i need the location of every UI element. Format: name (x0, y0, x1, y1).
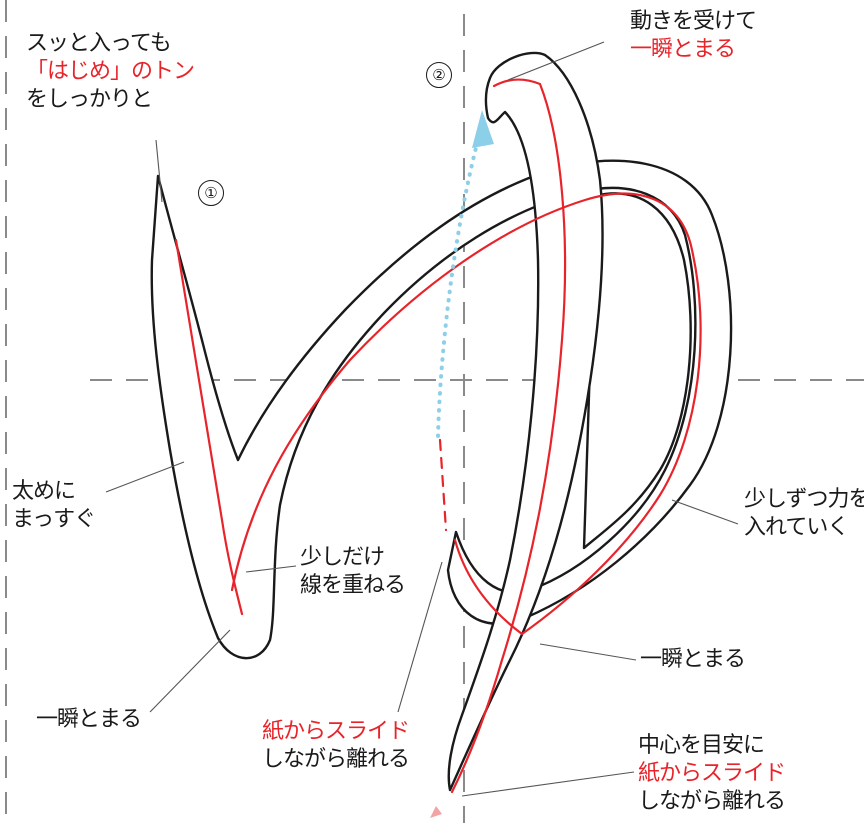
stroke-centerlines (174, 78, 702, 794)
annotation-thick-line1: 太めに (12, 479, 76, 504)
leader-slide-right (461, 771, 635, 797)
connecting-stroke-centerline (230, 192, 702, 636)
annotation-start-line1: スッと入っても (26, 31, 172, 56)
annotation-start: スッと入っても 「はじめ」のトン をしっかりと (26, 30, 195, 114)
annotation-slide-left-line2: しながら離れる (262, 747, 410, 772)
annotation-pressure-line1: 少しずつ力を (744, 487, 864, 512)
annotation-slide-right-line2: 紙からスライド (638, 761, 786, 786)
leader-slide-left (397, 561, 443, 713)
annotation-thick: 太めに まっすぐ (12, 478, 96, 534)
second-stroke-centerline (450, 78, 567, 794)
annotation-motion-line1: 動きを受けて (630, 9, 757, 34)
stroke-transition-guide (430, 110, 494, 818)
annotation-slide-right-line3: しながら離れる (638, 789, 786, 814)
leader-thick (105, 461, 185, 493)
annotation-overlap-line2: 線を重ねる (300, 573, 406, 598)
annotation-thick-line2: まっすぐ (12, 507, 96, 532)
annotation-pressure: 少しずつ力を 入れていく (744, 486, 864, 542)
annotation-motion: 動きを受けて 一瞬とまる (630, 8, 757, 64)
leader-overlap (245, 565, 297, 573)
leader-motion (507, 41, 605, 81)
character-outline (150, 51, 733, 792)
annotation-slide-right: 中心を目安に 紙からスライド しながら離れる (638, 732, 786, 816)
annotation-slide-left: 紙からスライド しながら離れる (262, 718, 410, 774)
exit-arrow-head-icon (430, 806, 442, 818)
second-stroke-outline (447, 51, 604, 792)
annotation-stop-right: 一瞬とまる (640, 647, 746, 672)
leader-stop-right (539, 643, 637, 661)
annotation-motion-line2: 一瞬とまる (630, 37, 736, 62)
leader-pressure (671, 499, 739, 525)
annotation-overlap-line1: 少しだけ (300, 545, 385, 570)
leader-start (155, 139, 163, 203)
leader-lines (105, 41, 739, 797)
guide-axes (5, 0, 864, 823)
transition-arrow-head-icon (472, 110, 494, 148)
annotation-slide-left-line1: 紙からスライド (262, 719, 410, 744)
annotation-stop-left: 一瞬とまる (36, 707, 142, 732)
annotation-pressure-line2: 入れていく (744, 515, 849, 540)
annotation-slide-right-line1: 中心を目安に (638, 733, 765, 758)
lift-off-dashed-path (438, 438, 448, 532)
annotation-start-line2: 「はじめ」のトン (26, 59, 195, 84)
leader-stop-left (149, 629, 231, 713)
annotation-overlap: 少しだけ 線を重ねる (300, 544, 406, 600)
step-marker-1: ① (198, 180, 224, 206)
step-marker-2: ② (426, 62, 452, 88)
annotation-start-line3: をしっかりと (26, 87, 153, 112)
transition-dotted-line (436, 138, 480, 438)
